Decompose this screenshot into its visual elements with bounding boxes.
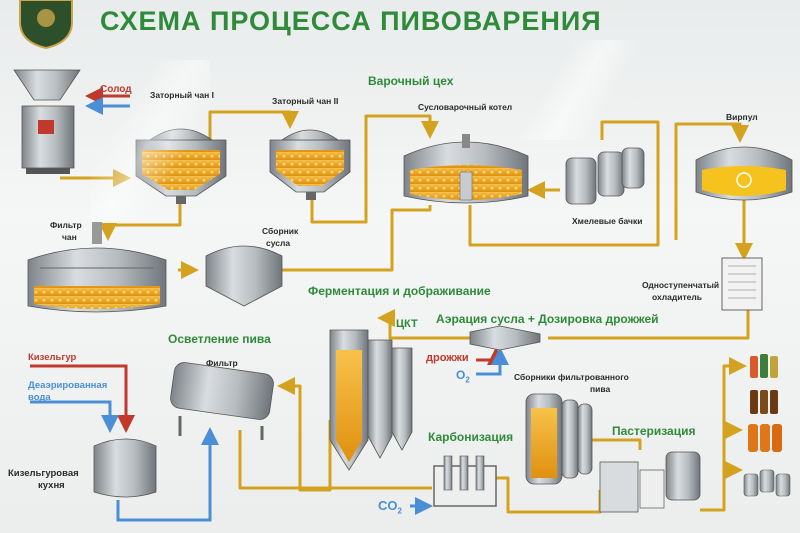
product-bottles <box>748 354 782 452</box>
malt-mill <box>13 69 81 174</box>
kieselguhr-kitchen-label-line1: Кизельгуровая <box>8 468 79 479</box>
filtered-beer-collectors <box>525 393 593 485</box>
water-arrow <box>30 400 119 433</box>
filter-tun <box>27 222 167 313</box>
kieselguhr-label: Кизельгур <box>28 352 77 363</box>
mash-tun-1 <box>135 128 227 204</box>
wort-kettle <box>403 134 529 204</box>
oxygen-arrow <box>476 347 509 376</box>
pipe-mash1-to-filter <box>99 195 182 241</box>
wort-collector-label-line1: Сборник <box>262 226 299 236</box>
mash-tun-1-label: Заторный чан I <box>150 90 214 100</box>
filter-tun-label-line2: чан <box>62 232 77 242</box>
kieselguhr-filter <box>170 362 274 440</box>
pipe-mash1-to-mash2 <box>208 110 299 140</box>
hop-tanks-label: Хмелевые бачки <box>572 216 643 226</box>
section-brewhouse: Варочный цех <box>368 74 454 88</box>
kieselguhr-kitchen-label-line2: кухня <box>38 480 65 491</box>
whirlpool <box>695 146 793 201</box>
pipe-ckt-to-filter <box>277 377 332 492</box>
ckt-label: ЦКТ <box>396 318 418 330</box>
pipe-past-to-bottles <box>700 357 747 512</box>
carbonization-unit <box>433 455 497 507</box>
aeration-injector <box>469 325 541 351</box>
wort-kettle-label: Сусловарочный котел <box>418 102 513 112</box>
deaerated-water-label-line1: Деаэрированная <box>28 380 108 391</box>
beer-kegs <box>743 469 791 497</box>
page-title: СХЕМА ПРОЦЕССА ПИВОВАРЕНИЯ <box>100 6 602 36</box>
logo-emblem <box>19 0 73 50</box>
kitchen-to-filter-arrow <box>116 427 219 522</box>
mash-tun-2 <box>269 129 351 200</box>
co2-label: CO2 <box>378 498 402 516</box>
kieselguhr-kitchen-tank <box>93 438 157 498</box>
pasteurizer <box>599 451 701 513</box>
filtered-collectors-label-line1: Сборники фильтрованного <box>514 372 629 382</box>
whirlpool-label: Вирпул <box>726 112 758 122</box>
pipe-mash2-to-kettle <box>310 114 439 224</box>
oxygen-label: O2 <box>456 368 470 385</box>
pipe-filter-to-carb <box>238 430 432 490</box>
malt-label: Солод <box>100 84 132 95</box>
wort-collector <box>205 245 283 307</box>
section-aeration: Аэрация сусла + Дозировка дрожжей <box>436 312 659 326</box>
section-pasteurization: Пастеризация <box>612 424 696 438</box>
yeast-arrow <box>476 347 505 365</box>
section-clarification: Осветление пива <box>168 332 271 346</box>
mash-tun-2-label: Заторный чан II <box>272 96 339 106</box>
deaerated-water-label-line2: вода <box>28 392 51 403</box>
filter-label: Фильтр <box>206 358 238 368</box>
section-carbonization: Карбонизация <box>428 430 514 444</box>
filter-tun-label-line1: Фильтр <box>50 220 82 230</box>
wort-collector-label-line2: сусла <box>266 238 291 248</box>
pipe-cooler-to-aeration <box>548 310 750 340</box>
pipe-kettle-to-whirlpool <box>674 122 749 240</box>
hop-tanks <box>565 147 645 205</box>
pipe-collector-to-kettle <box>282 205 432 272</box>
cooler-label-line1: Одноступенчатый <box>642 280 720 290</box>
yeast-label: дрожжи <box>426 352 469 364</box>
ckt-tanks <box>329 329 413 471</box>
filtered-collectors-label-line2: пива <box>590 384 611 394</box>
kieselguhr-arrow <box>30 364 135 433</box>
single-stage-cooler <box>721 257 763 311</box>
section-fermentation: Ферментация и дображивание <box>308 284 491 298</box>
cooler-label-line2: охладитель <box>652 292 702 302</box>
pipe-aeration-to-ckt <box>377 309 470 340</box>
